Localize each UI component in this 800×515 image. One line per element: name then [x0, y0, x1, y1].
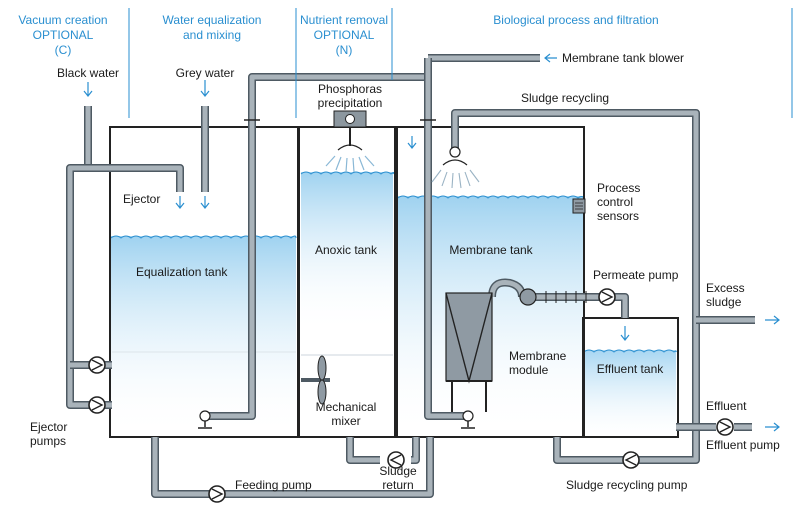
mechanical-mixer-icon: [301, 355, 330, 405]
header-water-mixing: and mixing: [183, 28, 241, 42]
label-return: return: [382, 478, 413, 492]
header-vacuum-optional: OPTIONAL: [33, 28, 94, 42]
process-sensor-icon: [572, 198, 586, 214]
header-bio: Biological process and filtration: [493, 13, 658, 27]
label-effluent-tank: Effluent tank: [597, 362, 664, 376]
label-control: control: [597, 195, 633, 209]
label-sensors: sensors: [597, 209, 639, 223]
label-membrane-tank: Membrane tank: [449, 243, 533, 257]
label-sludge-recycling-pump: Sludge recycling pump: [566, 478, 688, 492]
header-nutrient: Nutrient removal: [300, 13, 388, 27]
label-pumps: pumps: [30, 434, 66, 448]
label-sludge-return: Sludge: [379, 464, 417, 478]
effluent-tank-outline: [582, 317, 679, 438]
label-effluent-pump: Effluent pump: [706, 438, 780, 452]
membrane-module-icon: [445, 292, 493, 412]
label-effluent: Effluent: [706, 399, 747, 413]
pipe-network: [66, 54, 755, 498]
label-permeate-pump: Permeate pump: [593, 268, 679, 282]
header-water: Water equalization: [163, 13, 262, 27]
header-vacuum-code: (C): [55, 43, 72, 57]
label-black-water: Black water: [57, 66, 119, 80]
label-membrane: Membrane: [509, 349, 567, 363]
label-feeding-pump: Feeding pump: [235, 478, 312, 492]
permeate-pump-icon: [598, 288, 616, 306]
label-process: Process: [597, 181, 640, 195]
label-ejector: Ejector: [123, 192, 160, 206]
sludge-return-pump-icon: [387, 451, 405, 469]
label-equalization-tank: Equalization tank: [136, 265, 228, 279]
header-vacuum: Vacuum creation: [18, 13, 107, 27]
effluent-water: [584, 350, 676, 436]
label-sludge: sludge: [706, 295, 742, 309]
label-anoxic-tank: Anoxic tank: [315, 243, 378, 257]
feeding-pump-icon: [208, 485, 226, 503]
ejector-pump-1-icon: [88, 356, 106, 374]
anoxic-wave: [300, 171, 395, 175]
anoxic-water: [301, 172, 393, 332]
label-ejector-pumps: Ejector: [30, 420, 67, 434]
header-nutrient-code: (N): [336, 43, 353, 57]
label-grey-water: Grey water: [176, 66, 235, 80]
membrane-tank-outline: [396, 126, 585, 438]
permeate-valve-icon: [519, 288, 537, 306]
equalization-wave: [110, 235, 297, 239]
permeate-line-ticks: [545, 291, 587, 303]
sludge-recycling-pump-icon: [622, 451, 640, 469]
submerged-pump-icon: [198, 410, 212, 429]
flow-arrows: [83, 53, 780, 432]
label-mechanical: Mechanical: [316, 400, 377, 414]
phosphoras-dosing-icon: [325, 110, 375, 173]
equalization-water: [111, 236, 296, 436]
label-phosphoras: Phosphoras: [318, 82, 382, 96]
ejector-pump-2-icon: [88, 396, 106, 414]
effluent-wave: [583, 349, 677, 353]
label-sludge-recycling: Sludge recycling: [521, 91, 609, 105]
label-mixer: mixer: [331, 414, 360, 428]
label-excess: Excess: [706, 281, 745, 295]
label-precipitation: precipitation: [318, 96, 383, 110]
header-nutrient-optional: OPTIONAL: [314, 28, 375, 42]
label-membrane-tank-blower: Membrane tank blower: [562, 51, 684, 65]
sludge-spray-icon: [431, 146, 480, 189]
submerged-pump-icon-2: [461, 410, 475, 429]
effluent-pump-icon: [716, 418, 734, 436]
label-module: module: [509, 363, 549, 377]
header-separators: [128, 8, 793, 118]
